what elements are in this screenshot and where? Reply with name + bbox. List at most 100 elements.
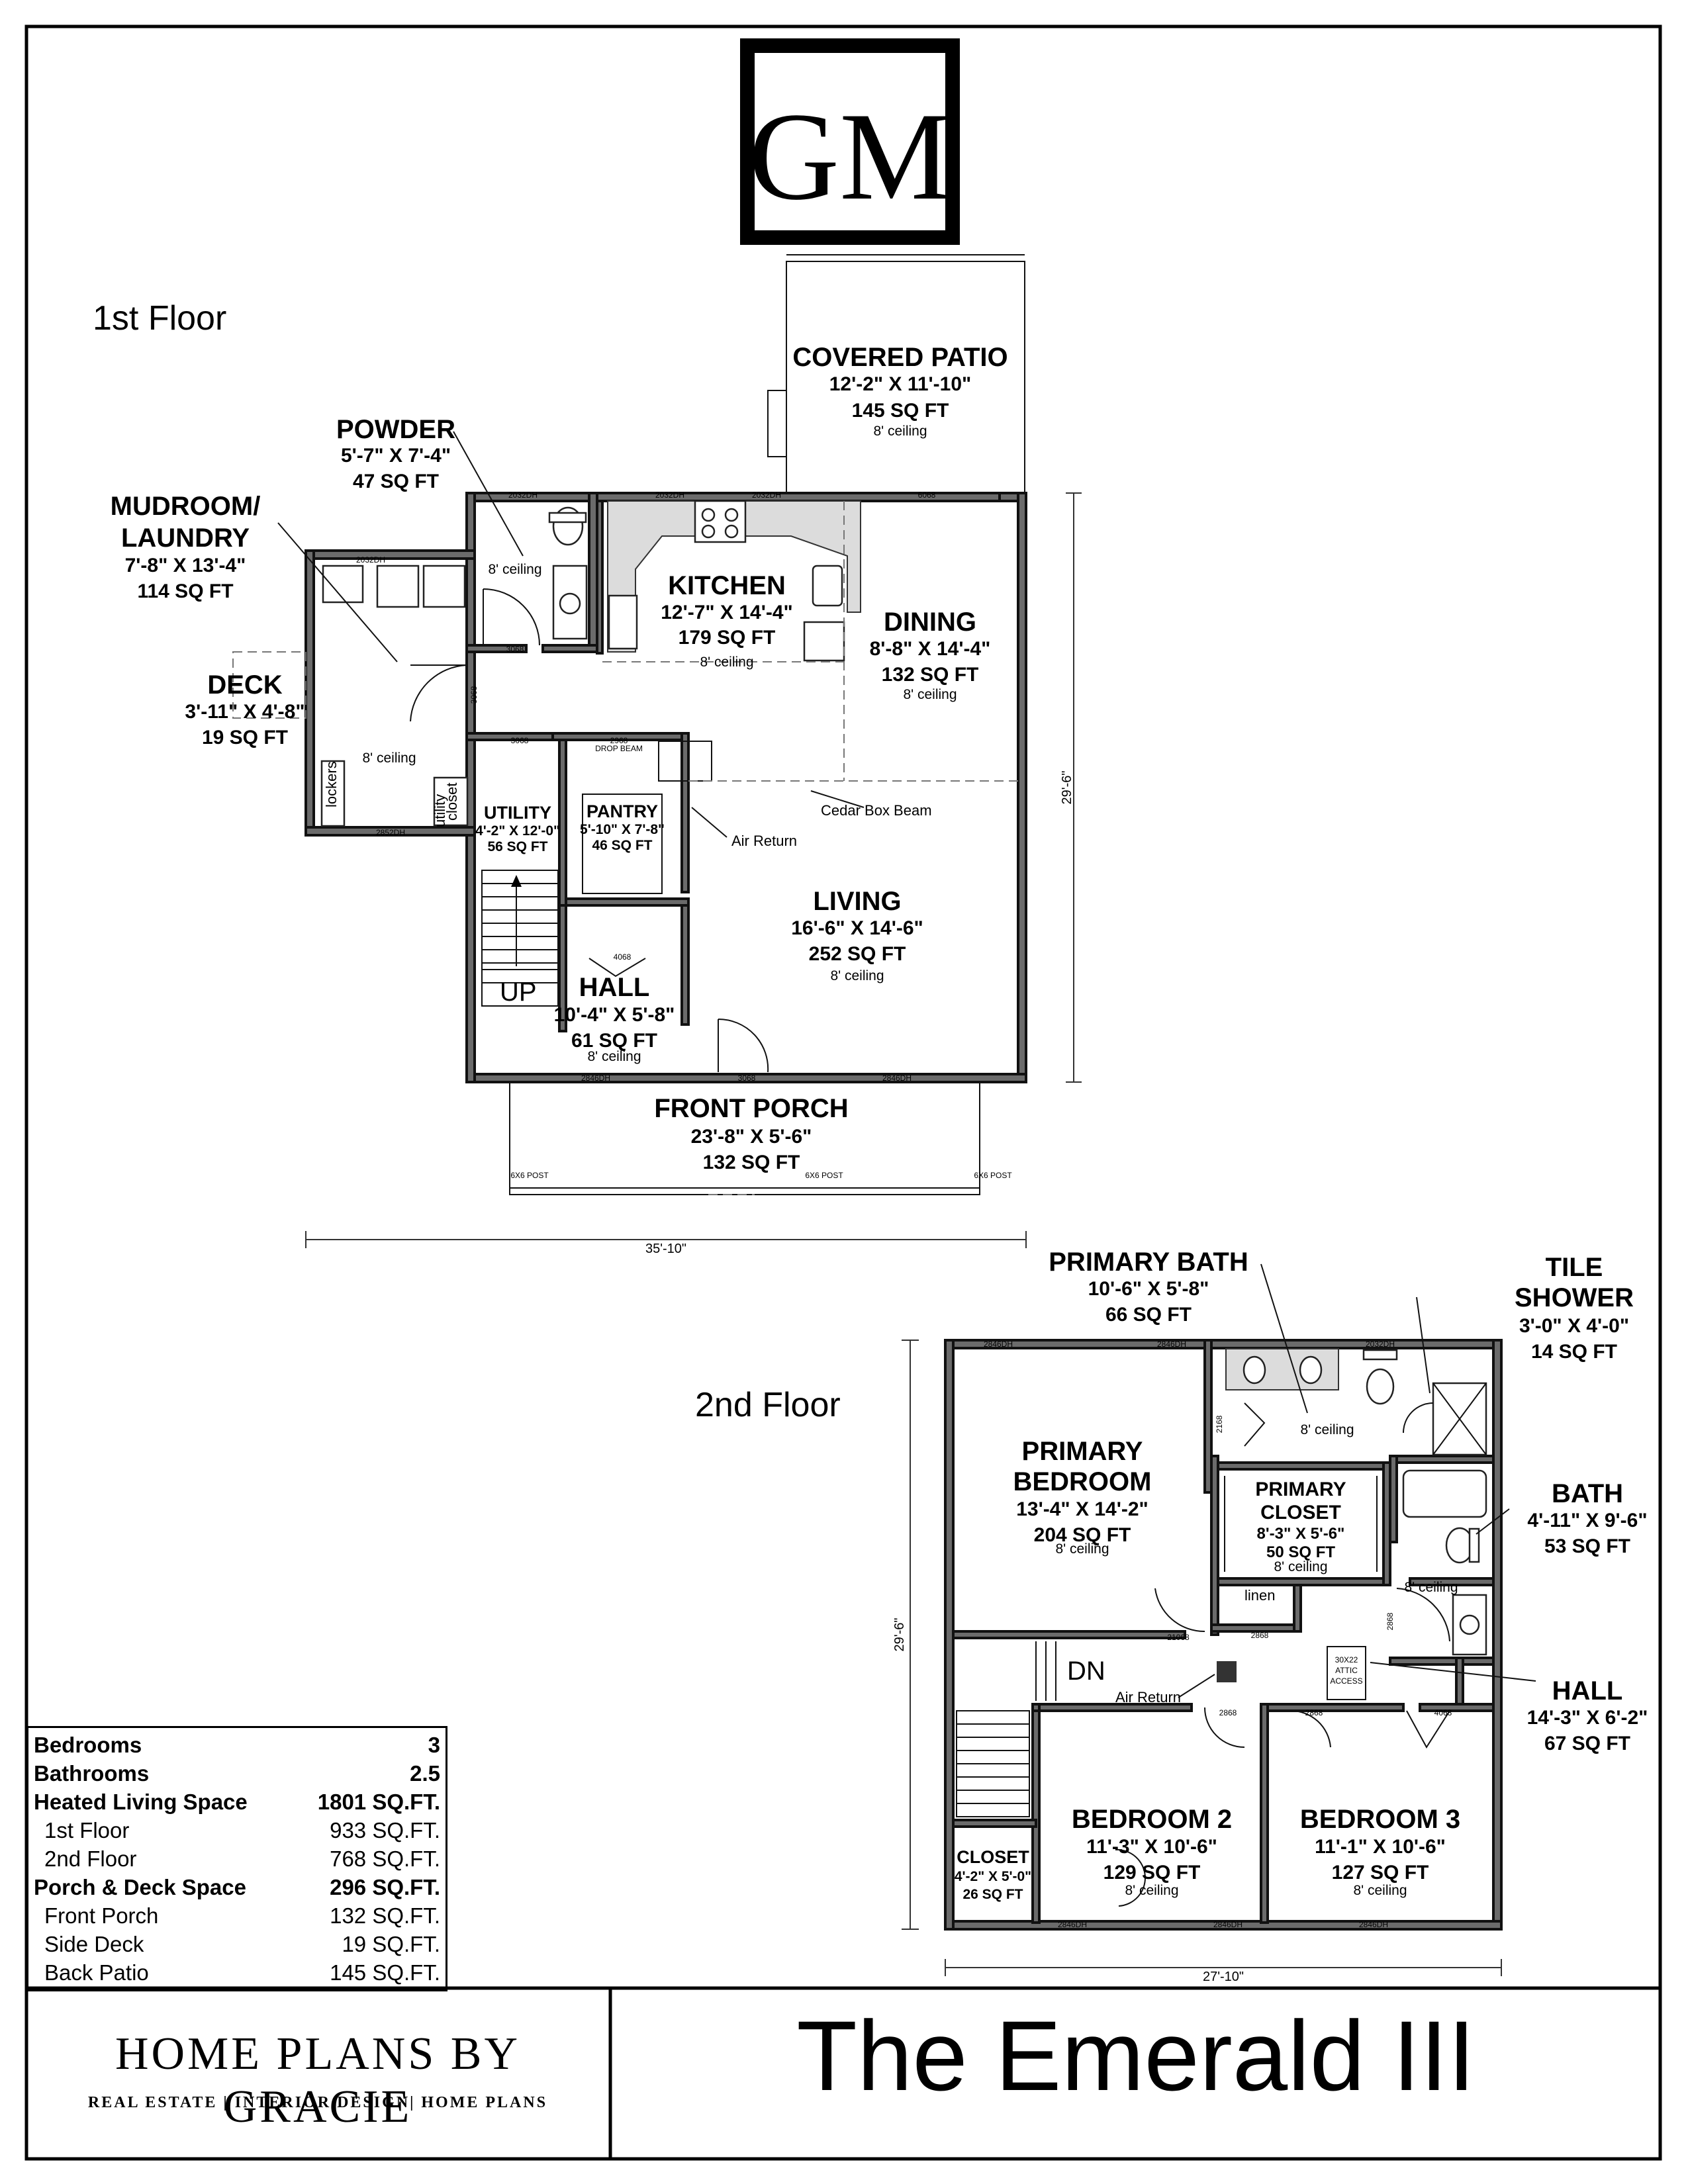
tag-2868-d: 2868 <box>1385 1612 1395 1630</box>
tag-3068-a: 3068 <box>506 645 524 654</box>
tag-4068: 4068 <box>614 952 632 962</box>
primary-toilet-icon <box>1366 1368 1395 1405</box>
second-floor-depth-dimension <box>902 1340 919 1930</box>
svg-text:KITCHEN: KITCHEN <box>668 571 786 600</box>
deck-outline <box>232 651 306 719</box>
hall-first-floor-label: HALL 10'-4" X 5'-8" 61 SQ FT 8' ceiling <box>554 973 675 1064</box>
svg-text:POWDER: POWDER <box>336 415 455 444</box>
svg-text:252 SQ FT: 252 SQ FT <box>809 943 906 965</box>
svg-text:4'-2" X 5'-0": 4'-2" X 5'-0" <box>955 1869 1031 1884</box>
tile-shower-label: TILE SHOWER 3'-0" X 4'-0" 14 SQ FT <box>1515 1253 1634 1363</box>
svg-text:FRONT PORCH: FRONT PORCH <box>654 1094 848 1123</box>
attic-label-2: ATTIC <box>1335 1666 1358 1675</box>
svg-text:53 SQ FT: 53 SQ FT <box>1544 1535 1630 1557</box>
first-floor-depth-dimension <box>1066 492 1082 1083</box>
svg-text:14'-3" X 6'-2": 14'-3" X 6'-2" <box>1527 1707 1648 1729</box>
air-return-grille <box>1217 1661 1237 1682</box>
pantry-label: PANTRY 5'-10" X 7'-8" 46 SQ FT <box>580 801 665 853</box>
svg-text:7'-8" X 13'-4": 7'-8" X 13'-4" <box>125 555 246 576</box>
svg-text:8' ceiling: 8' ceiling <box>1274 1559 1327 1574</box>
gm-logo: GM <box>740 38 960 245</box>
tag-2032dh-c: 2032DH <box>752 490 781 500</box>
brand-block: HOME PLANS BY GRACIE REAL ESTATE | INTER… <box>26 1988 609 2159</box>
svg-text:PRIMARY BATH: PRIMARY BATH <box>1049 1248 1248 1277</box>
svg-text:3'-11" X 4'-8": 3'-11" X 4'-8" <box>185 701 305 723</box>
svg-text:10'-4" X 5'-8": 10'-4" X 5'-8" <box>554 1004 675 1026</box>
utility-label: UTILITY 4'-2" X 12'-0" 56 SQ FT <box>475 803 560 854</box>
svg-text:179 SQ FT: 179 SQ FT <box>679 627 776 649</box>
svg-text:8' ceiling: 8' ceiling <box>587 1049 641 1064</box>
logo-letters: GM <box>749 87 951 226</box>
bedroom-3-label: BEDROOM 3 11'-1" X 10'-6" 127 SQ FT 8' c… <box>1300 1805 1460 1898</box>
tag-2846dh-c: 2846DH <box>984 1340 1013 1349</box>
svg-text:8' ceiling: 8' ceiling <box>903 687 957 702</box>
svg-text:8' ceiling: 8' ceiling <box>830 968 884 983</box>
svg-text:46 SQ FT: 46 SQ FT <box>592 838 652 853</box>
wall-top-main <box>465 492 1027 502</box>
svg-text:DINING: DINING <box>884 608 976 637</box>
svg-text:BEDROOM: BEDROOM <box>1013 1467 1152 1496</box>
tag-2846dh-b: 2846DH <box>882 1073 912 1083</box>
first-floor-width-label: 35'-10" <box>645 1242 686 1256</box>
first-floor-depth-label: 29'-6" <box>1060 771 1074 805</box>
svg-text:BATH: BATH <box>1552 1479 1623 1508</box>
svg-text:5'-7" X 7'-4": 5'-7" X 7'-4" <box>341 445 451 467</box>
svg-text:114 SQ FT: 114 SQ FT <box>137 580 233 602</box>
svg-text:CLOSET: CLOSET <box>957 1847 1029 1867</box>
svg-text:56 SQ FT: 56 SQ FT <box>487 839 547 854</box>
tag-2032dh-b: 2032DH <box>655 490 684 500</box>
svg-text:132 SQ FT: 132 SQ FT <box>703 1152 800 1173</box>
svg-text:8' ceiling: 8' ceiling <box>873 424 927 439</box>
washer-icon <box>376 565 420 608</box>
svg-text:PRIMARY: PRIMARY <box>1022 1437 1143 1466</box>
kitchen-sink-icon <box>812 565 843 607</box>
second-floor-width-dimension <box>945 1959 1502 1976</box>
svg-text:5'-10" X 7'-8": 5'-10" X 7'-8" <box>580 822 665 837</box>
svg-text:66 SQ FT: 66 SQ FT <box>1105 1304 1192 1326</box>
tag-2846dh-a: 2846DH <box>581 1073 610 1083</box>
stairs-down-label: DN <box>1067 1657 1105 1686</box>
front-porch-label: FRONT PORCH 23'-8" X 5'-6" 132 SQ FT <box>654 1094 848 1173</box>
tag-2868-c: 2868 <box>1305 1708 1323 1717</box>
svg-text:4'-2" X 12'-0": 4'-2" X 12'-0" <box>475 823 560 839</box>
tag-2868-b: 2868 <box>1219 1708 1237 1717</box>
svg-text:10'-6" X 5'-8": 10'-6" X 5'-8" <box>1088 1278 1209 1300</box>
linen-label: linen <box>1244 1587 1275 1604</box>
tag-2846dh-g: 2846DH <box>1359 1920 1388 1929</box>
svg-text:8' ceiling: 8' ceiling <box>1353 1883 1407 1898</box>
dryer-icon <box>422 565 466 608</box>
svg-text:DECK: DECK <box>207 670 282 700</box>
tag-3068-b: 3068 <box>511 736 529 745</box>
svg-text:26 SQ FT: 26 SQ FT <box>962 1887 1023 1902</box>
wall-right-main <box>1017 492 1027 1083</box>
tub-icon <box>1402 1469 1487 1518</box>
svg-text:8'-8" X 14'-4": 8'-8" X 14'-4" <box>870 638 991 660</box>
tag-post-3: 6X6 POST <box>974 1171 1012 1180</box>
svg-text:TILE: TILE <box>1546 1253 1603 1282</box>
brand-name: HOME PLANS BY GRACIE <box>115 2028 521 2132</box>
living-label: LIVING 16'-6" X 14'-6" 252 SQ FT 8' ceil… <box>791 887 923 983</box>
svg-text:UTILITY: UTILITY <box>484 803 551 823</box>
second-floor-plan: 27'-10" 29'-6" 2846DH 2846DH 2032DH 2168… <box>892 1248 1648 1984</box>
svg-text:3'-0" X 4'-0": 3'-0" X 4'-0" <box>1519 1315 1629 1337</box>
tag-post-2: 6X6 POST <box>805 1171 843 1180</box>
second-floor-width-label: 27'-10" <box>1203 1970 1244 1984</box>
air-return-label-2: Air Return <box>1115 1689 1181 1706</box>
svg-text:SHOWER: SHOWER <box>1515 1283 1634 1312</box>
kitchen-label: KITCHEN 12'-7" X 14'-4" 179 SQ FT 8' cei… <box>661 571 792 670</box>
brand-tagline: REAL ESTATE | INTERIOR DESIGN| HOME PLAN… <box>87 2094 548 2111</box>
tag-drop-beam: DROP BEAM <box>595 744 643 753</box>
svg-text:HALL: HALL <box>579 973 650 1002</box>
svg-text:LAUNDRY: LAUNDRY <box>121 523 250 553</box>
tag-2168: 2168 <box>1215 1415 1224 1433</box>
utility-closet-label-1: utility <box>432 794 448 827</box>
svg-text:12'-2" X 11'-10": 12'-2" X 11'-10" <box>829 373 972 395</box>
second-floor-depth-label: 29'-6" <box>892 1618 907 1652</box>
